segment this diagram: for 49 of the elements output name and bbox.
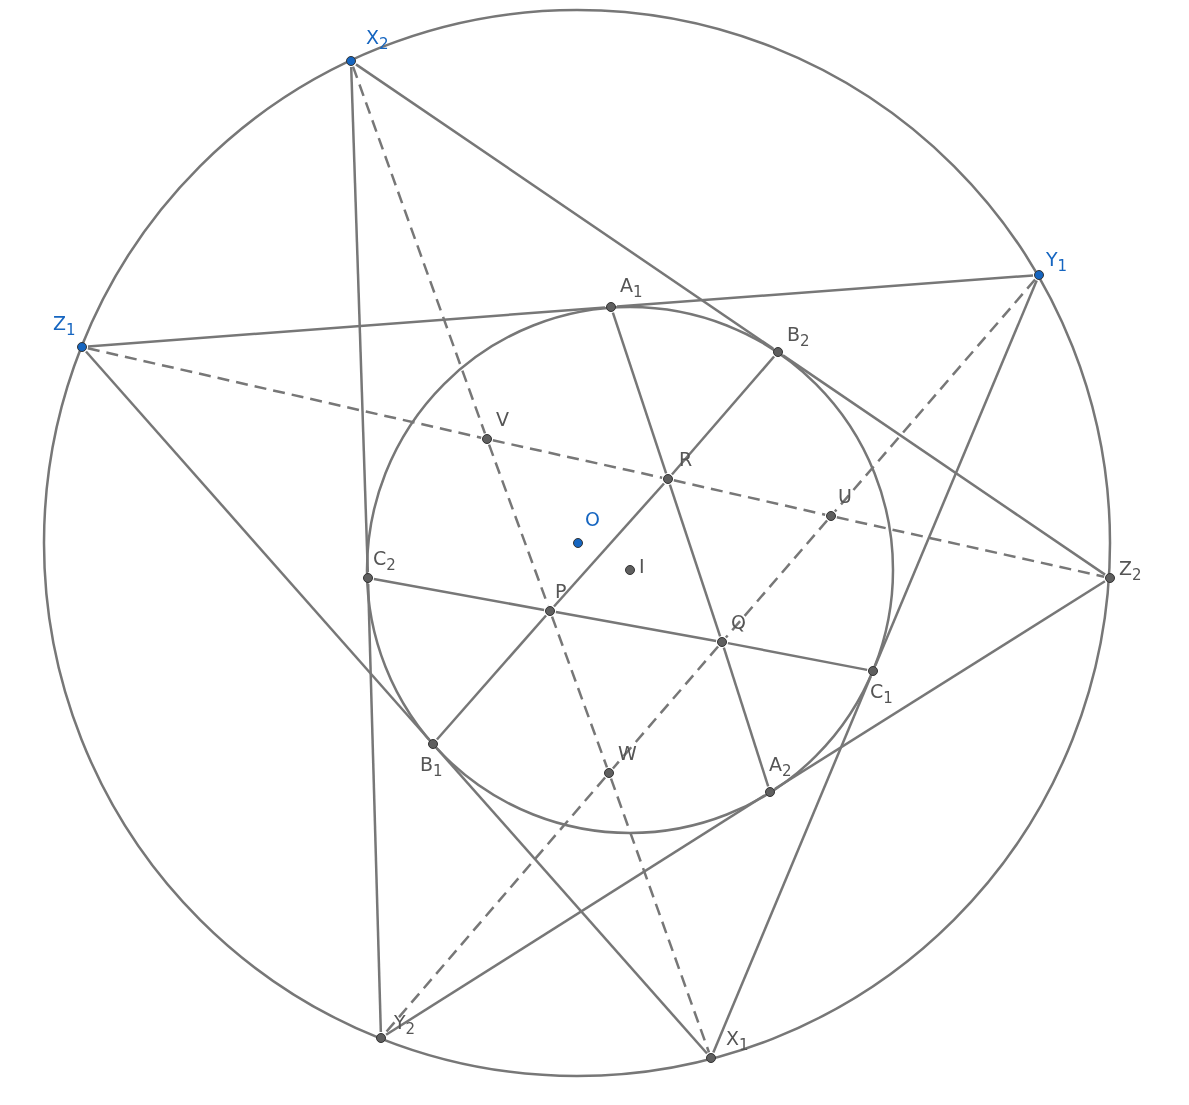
point-label: Z$_{2}$ bbox=[1119, 559, 1142, 583]
point-label: P bbox=[555, 582, 567, 601]
point-label: U bbox=[838, 487, 852, 506]
dashed-line bbox=[383, 776, 607, 1035]
line-segment bbox=[385, 794, 766, 1036]
line-segment bbox=[373, 577, 545, 612]
dashed-line bbox=[609, 778, 711, 1053]
line-segment bbox=[355, 63, 774, 350]
dashed-line bbox=[351, 66, 487, 434]
line-segment bbox=[436, 614, 547, 741]
dashed-line bbox=[550, 616, 609, 768]
line-segment bbox=[349, 66, 370, 573]
dashed-line bbox=[836, 516, 1105, 578]
dashed-line bbox=[833, 278, 1037, 513]
point-label: Q bbox=[731, 613, 746, 632]
point-label: A$_{1}$ bbox=[620, 276, 643, 300]
dashed-line bbox=[492, 439, 663, 479]
point-label: B$_{1}$ bbox=[420, 755, 443, 779]
dashed-line bbox=[487, 444, 550, 606]
line-segment bbox=[782, 354, 1106, 576]
dashed-line bbox=[725, 519, 828, 639]
line-segment bbox=[616, 274, 1034, 308]
point-label: C$_{1}$ bbox=[870, 682, 893, 706]
line-segment bbox=[611, 312, 668, 474]
dashed-line bbox=[611, 645, 720, 770]
line-segment bbox=[436, 747, 708, 1055]
line-segment bbox=[87, 306, 606, 348]
line-segment bbox=[671, 355, 775, 476]
line-segment bbox=[774, 580, 1106, 790]
dashed-line bbox=[673, 479, 826, 516]
line-segment bbox=[727, 641, 868, 672]
point-label: O bbox=[585, 510, 600, 529]
line-segment bbox=[555, 610, 717, 643]
dashed-line bbox=[87, 347, 482, 439]
line-segment bbox=[712, 676, 872, 1053]
point-label: V bbox=[496, 410, 509, 429]
line-segment bbox=[722, 647, 770, 787]
point-label: Y$_{1}$ bbox=[1046, 250, 1068, 274]
point-label: I bbox=[639, 557, 645, 576]
line-segment bbox=[874, 280, 1038, 666]
point-label: Z$_{1}$ bbox=[53, 314, 76, 338]
line-segment bbox=[668, 484, 722, 637]
line-segment bbox=[85, 350, 430, 741]
line-segment bbox=[366, 583, 383, 1033]
point-label: C$_{2}$ bbox=[373, 549, 396, 573]
point-label: W bbox=[618, 744, 637, 763]
point-label: B$_{2}$ bbox=[787, 325, 810, 349]
point-label: A$_{2}$ bbox=[769, 755, 792, 779]
line-segment bbox=[553, 482, 665, 608]
